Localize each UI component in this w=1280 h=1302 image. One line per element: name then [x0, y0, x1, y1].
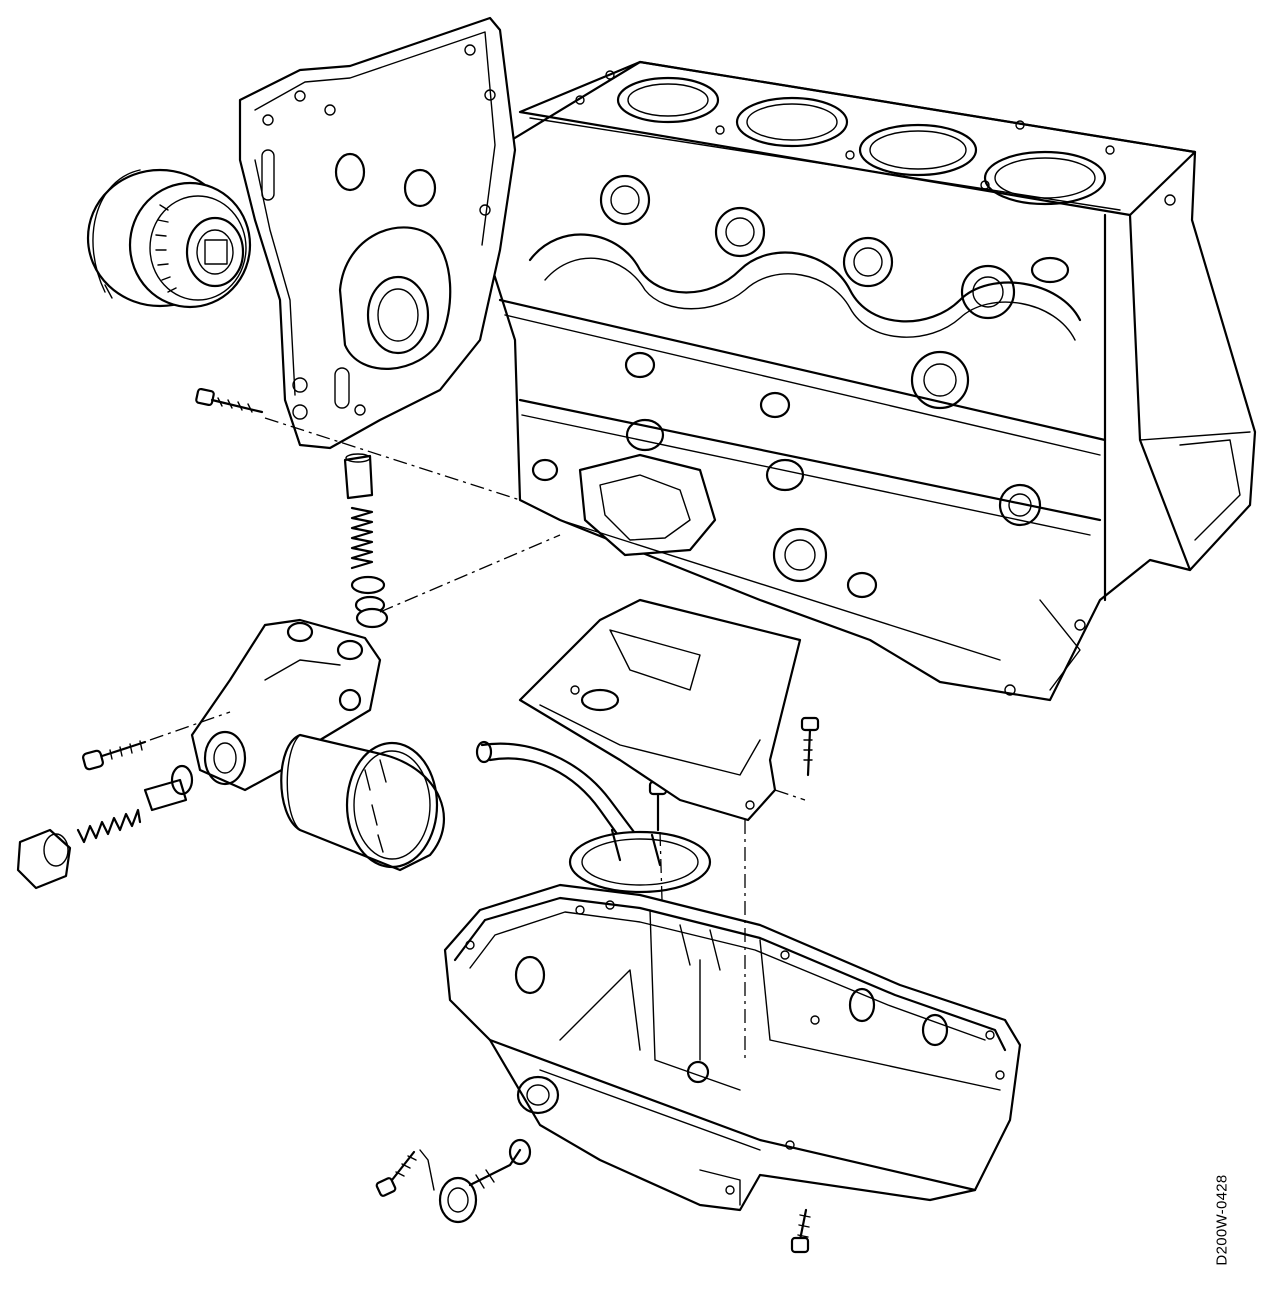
oil-sump	[443, 883, 1022, 1212]
oil-filter-housing	[190, 618, 382, 792]
timing-cover-bolt	[195, 387, 264, 414]
crankshaft-pulley	[86, 168, 252, 309]
sump-bolt	[790, 1208, 811, 1254]
bypass-valve	[16, 764, 194, 890]
engine-block	[478, 60, 1257, 702]
timing-cover	[238, 16, 517, 450]
oil-level-sensor	[375, 1138, 532, 1224]
pressure-relief-valve	[343, 453, 389, 629]
filter-housing-bolt	[82, 740, 147, 771]
assembly-lines	[149, 417, 806, 1060]
figure-reference-text: D200W-0428	[1213, 1174, 1231, 1266]
oil-pickup-pipe	[475, 740, 712, 894]
oil-filter	[280, 733, 446, 872]
figure-reference-code: D200W-0428	[1212, 1160, 1232, 1280]
baffle-plate	[518, 598, 820, 822]
